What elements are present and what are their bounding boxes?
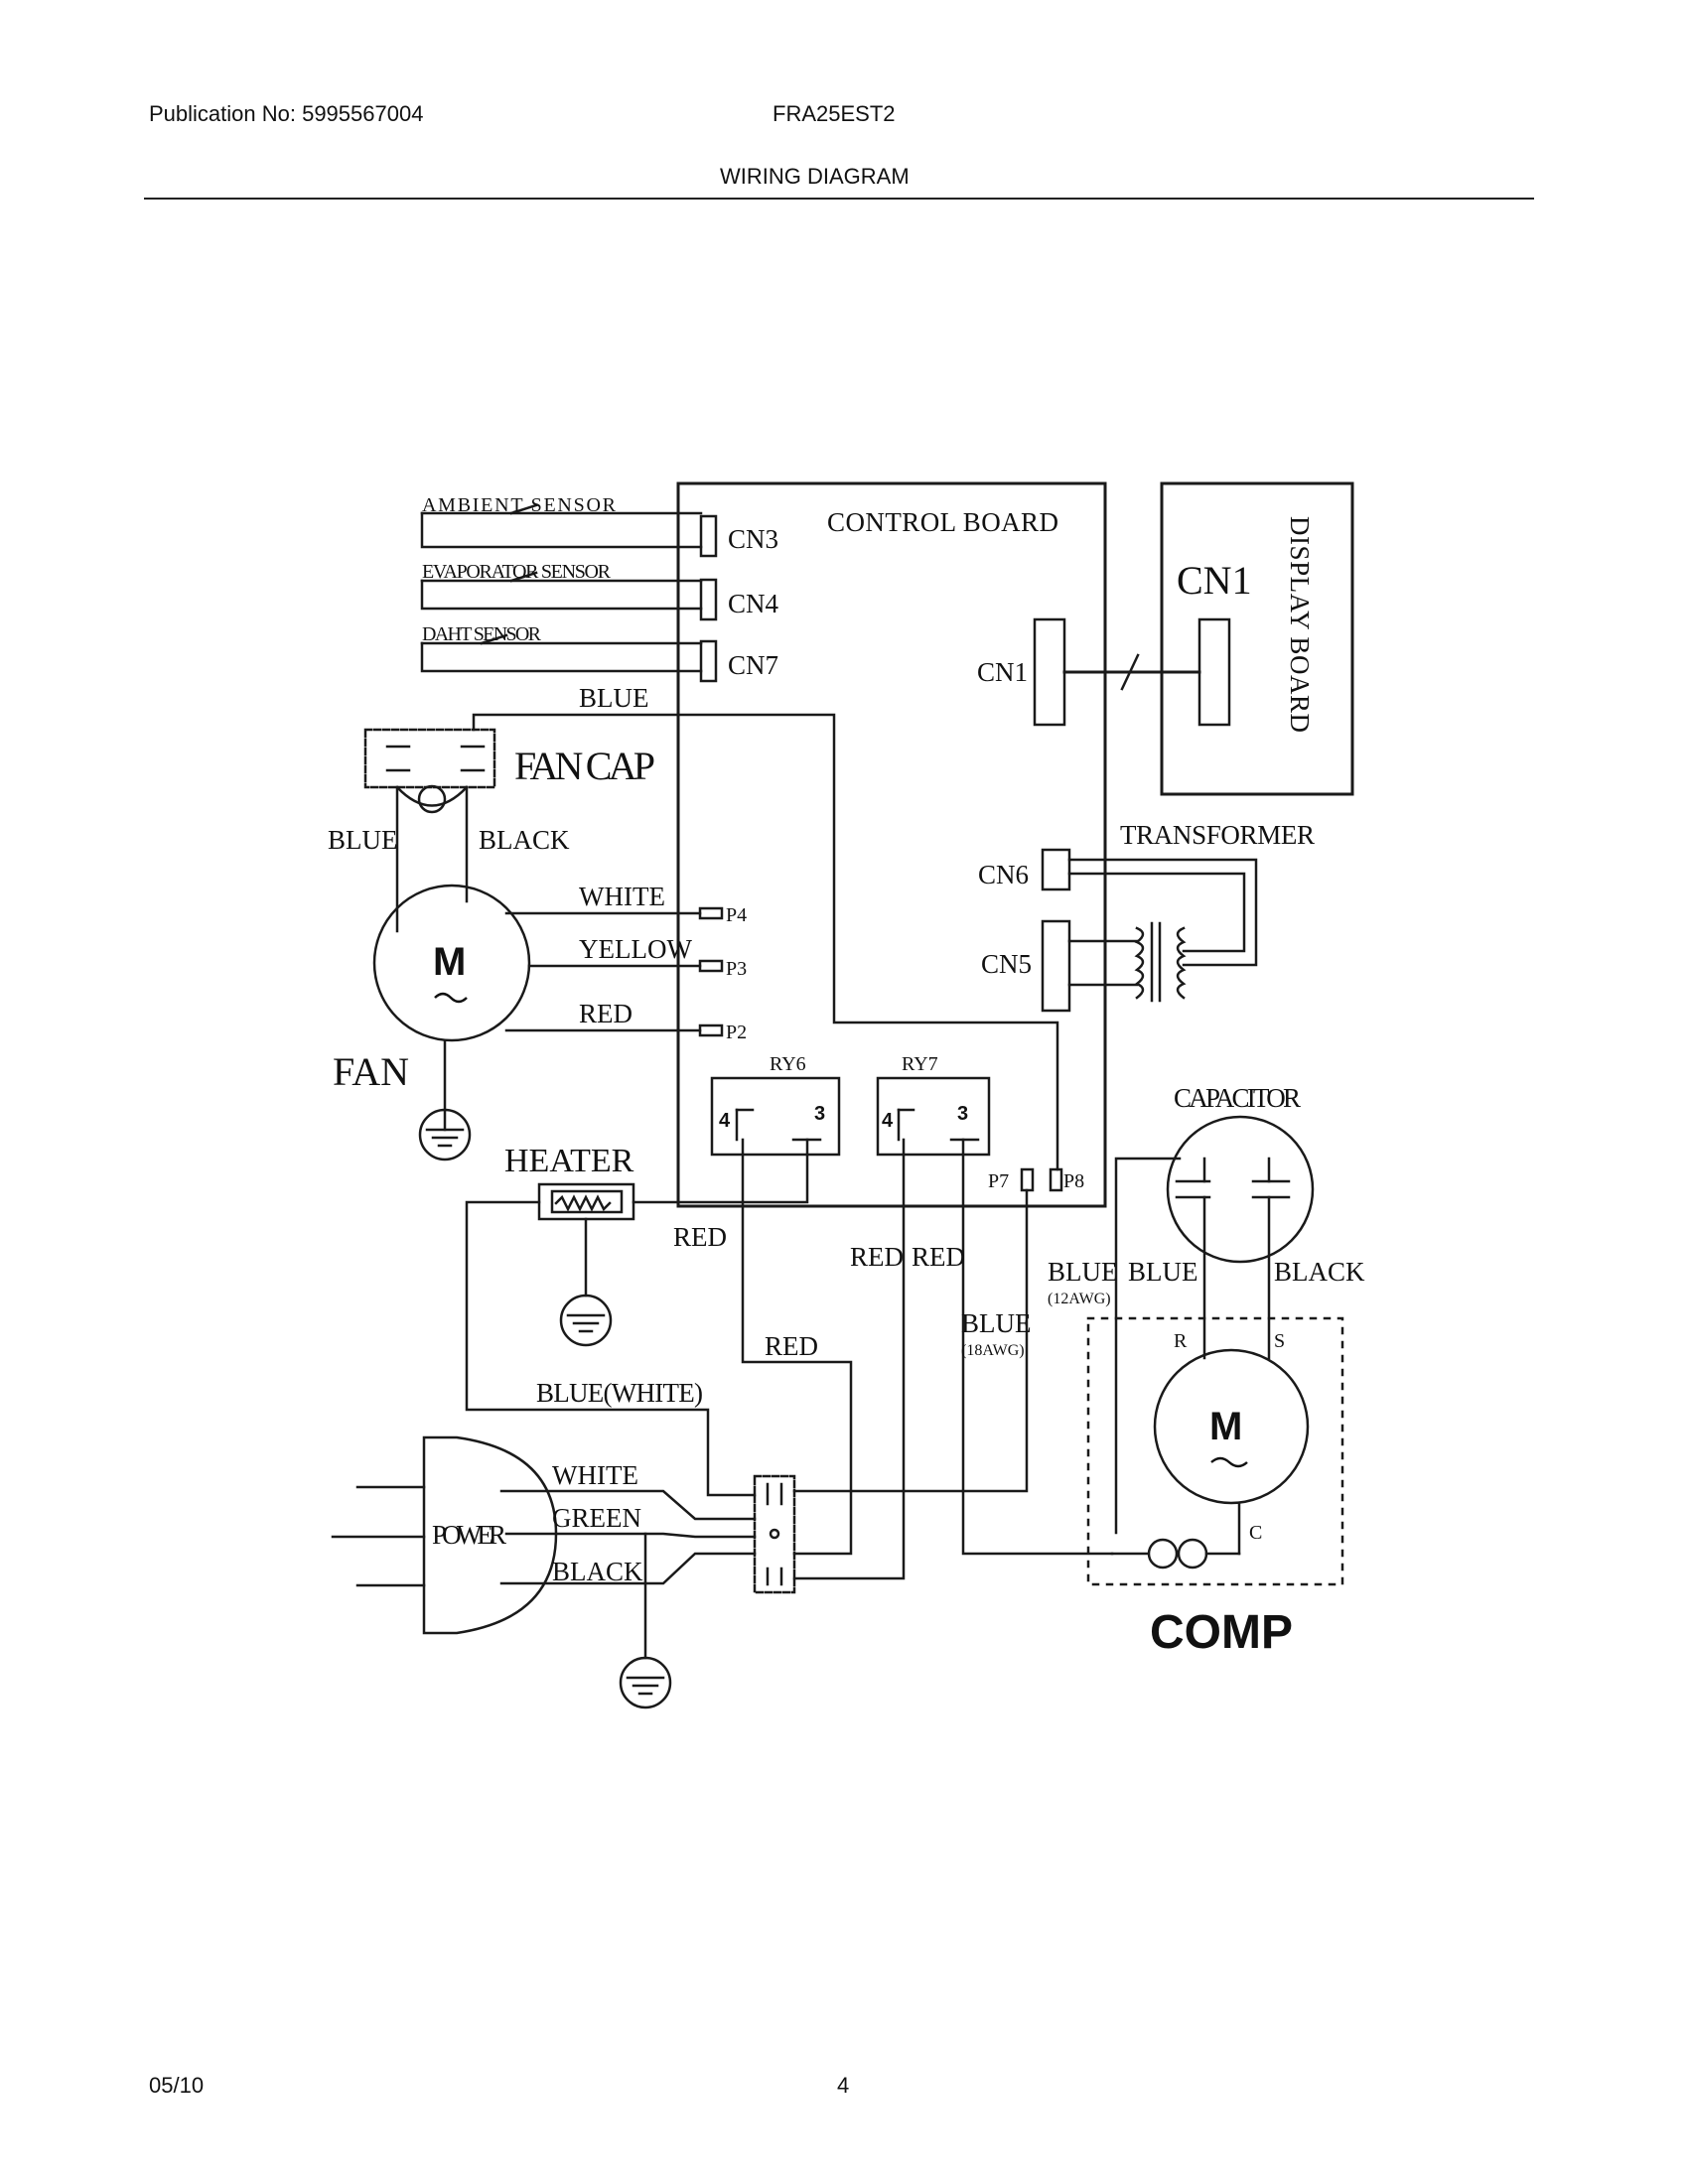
ambient-sensor-label: AMBIENT SENSOR [422,494,617,516]
transformer-label: TRANSFORMER [1120,820,1315,850]
cn7-label: CN7 [728,650,778,680]
p4-label: P4 [726,904,747,926]
fan-cap-box [363,728,496,789]
ry7-relay [876,1076,991,1157]
control-board-outline [676,481,1107,1208]
display-board-outline [1160,481,1354,796]
cn1-board-connector [1033,617,1066,727]
wire-red-fan: RED [579,999,633,1028]
p3-pin [698,959,724,973]
ry6-relay [710,1076,841,1157]
wire-yellow-fan: YELLOW [579,934,692,964]
fan-cap-label: FAN CAP [514,744,655,788]
daht-sensor-label: DAHT SENSOR [422,623,542,645]
ry7-pin4-label: 4 [882,1110,894,1132]
cn5-label: CN5 [981,949,1032,979]
power-switch [753,1474,796,1594]
comp-c-label: C [1249,1522,1262,1544]
header-rule [144,198,1534,200]
wire-red-ry6: RED [850,1242,904,1272]
cn3-label: CN3 [728,524,778,554]
wire-blue-18: BLUE [961,1308,1032,1338]
cn1-display-connector [1197,617,1231,727]
wire-black-fan: BLACK [479,825,570,855]
control-board-title: CONTROL BOARD [827,507,1058,537]
ry6-pin4-label: 4 [719,1110,731,1132]
p7-pin [1020,1167,1035,1192]
wire-white-power: WHITE [552,1460,638,1490]
ry7-label: RY7 [902,1053,938,1075]
compressor-motor [1153,1348,1310,1505]
cn6-label: CN6 [978,860,1029,889]
cn7-connector [699,639,718,683]
cn4-label: CN4 [728,589,779,618]
ry6-label: RY6 [770,1053,806,1075]
model-number: FRA25EST2 [773,101,896,126]
wire-blue-12: BLUE [1048,1257,1118,1287]
comp-motor-m: M [1209,1405,1242,1448]
wire-red-mid: RED [765,1331,818,1361]
p2-label: P2 [726,1022,747,1043]
heater-label: HEATER [504,1143,634,1179]
comp-r-label: R [1174,1330,1188,1352]
page-title: WIRING DIAGRAM [720,164,910,189]
fan-label: FAN [333,1049,409,1094]
wire-awg18: (18AWG) [961,1342,1025,1359]
wire-black-cap: BLACK [1274,1257,1365,1287]
p2-pin [698,1024,724,1037]
footer-page: 4 [837,2073,850,2098]
wire-red-heater: RED [673,1222,727,1252]
p8-label: P8 [1063,1170,1084,1192]
p8-pin [1049,1167,1063,1192]
wire-blue-white: BLUE(WHITE) [536,1378,703,1408]
comp-enclosure [1086,1316,1344,1586]
publication-number: Publication No: 5995567004 [149,101,424,126]
comp-s-label: S [1274,1330,1285,1352]
ry6-pin3-label: 3 [814,1103,825,1125]
wire-awg12: (12AWG) [1048,1291,1111,1307]
display-board-title: DISPLAY BOARD [1285,516,1315,733]
ry7-pin3-label: 3 [957,1103,968,1125]
fan-motor-m: M [433,940,466,984]
comp-label: COMP [1150,1606,1293,1659]
cn5-connector [1041,919,1071,1013]
capacitor-label: CAPACITOR [1174,1083,1301,1113]
wire-black-power: BLACK [552,1557,643,1586]
cn6-connector [1041,848,1071,891]
power-label: POWER [432,1520,506,1550]
wire-blue-fan: BLUE [328,825,398,855]
display-cn1-label: CN1 [1177,558,1252,603]
run-capacitor [1166,1115,1315,1264]
footer-date: 05/10 [149,2073,205,2098]
p7-label: P7 [988,1170,1009,1192]
p3-label: P3 [726,958,747,980]
wire-green-power: GREEN [552,1503,641,1533]
wire-blue-top: BLUE [579,683,649,713]
cn4-connector [699,578,718,621]
fan-motor [372,884,531,1042]
wire-blue-cap: BLUE [1128,1257,1198,1287]
cn1-board-label: CN1 [977,657,1028,687]
cn3-connector [699,514,718,558]
wire-white-fan: WHITE [579,882,665,911]
p4-pin [698,906,724,920]
wire-red-ry7: RED [912,1242,965,1272]
evaporator-sensor-label: EVAPORATOR SENSOR [422,561,612,583]
